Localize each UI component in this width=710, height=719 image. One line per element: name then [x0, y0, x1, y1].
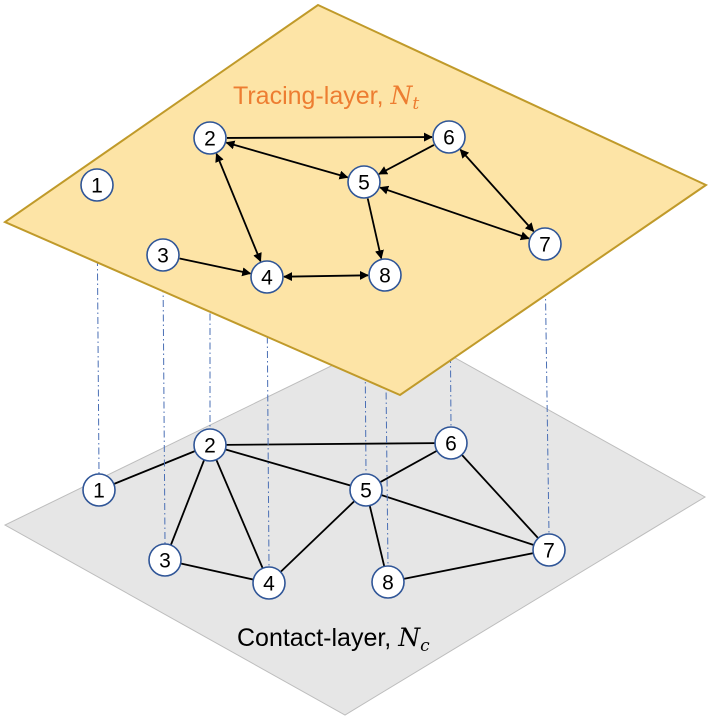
tracing-edge-6-5 — [378, 144, 435, 175]
tracing-layer-edges — [179, 132, 535, 282]
contact-node-label: 4 — [263, 573, 275, 596]
tracing-node-6: 6 — [432, 120, 466, 154]
tracing-node-circle — [368, 258, 402, 292]
contact-edge-5-7 — [365, 489, 550, 551]
contact-node-circle — [82, 473, 116, 507]
contact-edge-4-5 — [268, 489, 367, 584]
tracing-edge-4-8 — [283, 270, 369, 282]
contact-node-3: 3 — [148, 543, 182, 577]
contact-edge-2-6 — [209, 442, 452, 446]
contact-node-circle — [252, 566, 286, 600]
contact-node-label: 7 — [543, 540, 555, 563]
tracing-layer-title-text: Tracing-layer, — [233, 82, 390, 110]
tracing-edge-2-5 — [225, 140, 349, 180]
contact-layer-symbol: N — [397, 623, 421, 652]
contact-layer — [3, 329, 706, 716]
contact-layer-nodes: 1 2 3 4 5 6 7 8 — [82, 426, 566, 600]
contact-layer-edges — [98, 442, 550, 584]
tracing-node-circle — [193, 121, 227, 155]
tracing-node-label: 2 — [204, 128, 216, 151]
contact-layer-title-text: Contact-layer, — [237, 624, 398, 652]
contact-node-8: 8 — [371, 565, 405, 599]
tracing-node-circle — [250, 260, 284, 294]
tracing-edge-5-7 — [379, 185, 530, 241]
tracing-node-3: 3 — [146, 238, 180, 272]
projection-line-node-4 — [266, 292, 270, 568]
tracing-layer-symbol: N — [389, 81, 413, 110]
tracing-edge-5-8 — [366, 198, 384, 260]
tracing-node-1: 1 — [80, 168, 114, 202]
contact-node-4: 4 — [252, 566, 286, 600]
contact-edge-2-5 — [209, 444, 367, 491]
tracing-node-circle — [146, 238, 180, 272]
tracing-node-label: 7 — [539, 234, 551, 257]
contact-node-circle — [193, 428, 227, 462]
tracing-layer-subscript: t — [412, 94, 419, 114]
tracing-node-label: 5 — [358, 172, 370, 195]
tracing-node-circle — [80, 168, 114, 202]
contact-node-circle — [532, 533, 566, 567]
contact-edge-3-4 — [164, 559, 270, 584]
tracing-node-label: 3 — [157, 245, 169, 268]
tracing-layer: Tracing-layer, Nt 1 2 3 4 5 6 7 8 — [2, 3, 709, 397]
tracing-node-circle — [528, 227, 562, 261]
contact-node-6: 6 — [434, 426, 468, 460]
contact-edge-8-7 — [387, 549, 550, 583]
tracing-edge-3-4 — [179, 257, 252, 277]
tracing-node-label: 1 — [91, 175, 103, 198]
contact-node-label: 2 — [204, 435, 216, 458]
tracing-node-label: 8 — [379, 265, 391, 288]
tracing-layer-plane — [2, 3, 709, 397]
tracing-edge-2-4 — [215, 152, 262, 263]
contact-node-1: 1 — [82, 473, 116, 507]
contact-layer-title: Contact-layer, Nc — [237, 623, 430, 656]
contact-node-label: 3 — [159, 550, 171, 573]
contact-node-label: 6 — [445, 433, 457, 456]
contact-edge-2-3 — [164, 444, 211, 561]
tracing-node-circle — [432, 120, 466, 154]
contact-node-label: 1 — [93, 480, 105, 503]
tracing-node-5: 5 — [347, 165, 381, 199]
contact-node-label: 5 — [360, 480, 372, 503]
tracing-node-label: 4 — [261, 267, 273, 290]
contact-edge-2-4 — [209, 444, 270, 584]
tracing-layer-title: Tracing-layer, Nt — [233, 81, 419, 114]
contact-node-label: 8 — [382, 572, 394, 595]
contact-node-5: 5 — [349, 473, 383, 507]
tracing-node-2: 2 — [193, 121, 227, 155]
contact-node-7: 7 — [532, 533, 566, 567]
tracing-edge-2-6 — [226, 132, 433, 142]
contact-edge-6-7 — [450, 442, 550, 551]
contact-node-circle — [371, 565, 405, 599]
tracing-node-label: 6 — [443, 127, 455, 150]
contact-node-2: 2 — [193, 428, 227, 462]
contact-node-circle — [349, 473, 383, 507]
contact-layer-plane — [3, 329, 706, 716]
tracing-node-circle — [347, 165, 381, 199]
contact-edge-1-2 — [98, 444, 211, 491]
contact-node-circle — [148, 543, 182, 577]
tracing-node-7: 7 — [528, 227, 562, 261]
tracing-node-4: 4 — [250, 260, 284, 294]
projection-line-node-3 — [162, 270, 166, 545]
contact-node-circle — [434, 426, 468, 460]
tracing-node-8: 8 — [368, 258, 402, 292]
tracing-layer-nodes: 1 2 3 4 5 6 7 8 — [80, 120, 562, 294]
contact-layer-subscript: c — [420, 636, 430, 656]
projection-line-node-7 — [544, 259, 550, 535]
